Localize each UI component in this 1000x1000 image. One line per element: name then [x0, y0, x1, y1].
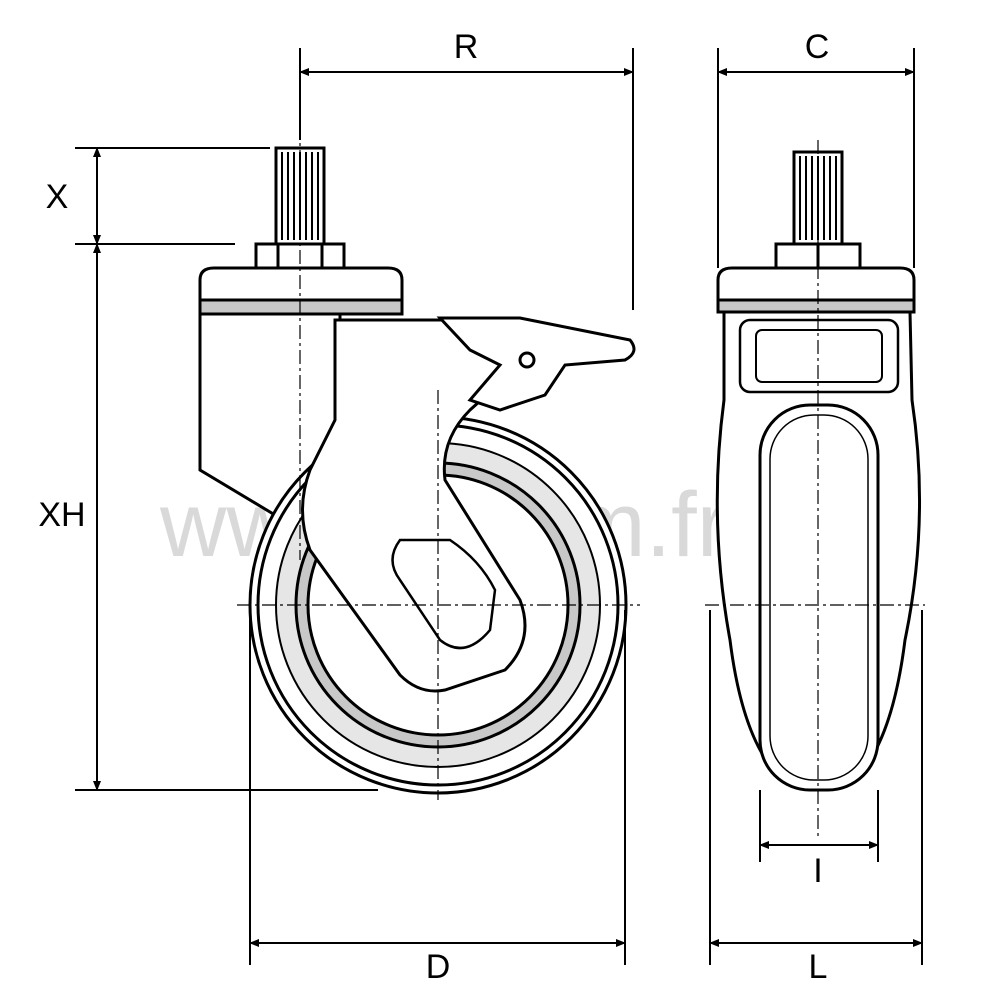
dimension-label-x: X	[46, 178, 69, 216]
dimension-label-d: D	[426, 948, 451, 986]
front-view	[705, 140, 925, 840]
dimension-lines	[75, 48, 923, 965]
dimension-label-xh: XH	[38, 496, 85, 534]
brake-lever	[436, 316, 636, 412]
dimension-label-l: L	[809, 948, 828, 986]
front-wheel	[758, 403, 880, 792]
dimension-label-c: C	[805, 28, 830, 66]
dimension-label-i: I	[813, 852, 822, 890]
brake-pivot	[518, 351, 536, 369]
dimension-label-r: R	[454, 28, 479, 66]
top-plate	[198, 266, 404, 302]
side-view	[198, 50, 640, 800]
front-top-plate	[716, 266, 916, 302]
